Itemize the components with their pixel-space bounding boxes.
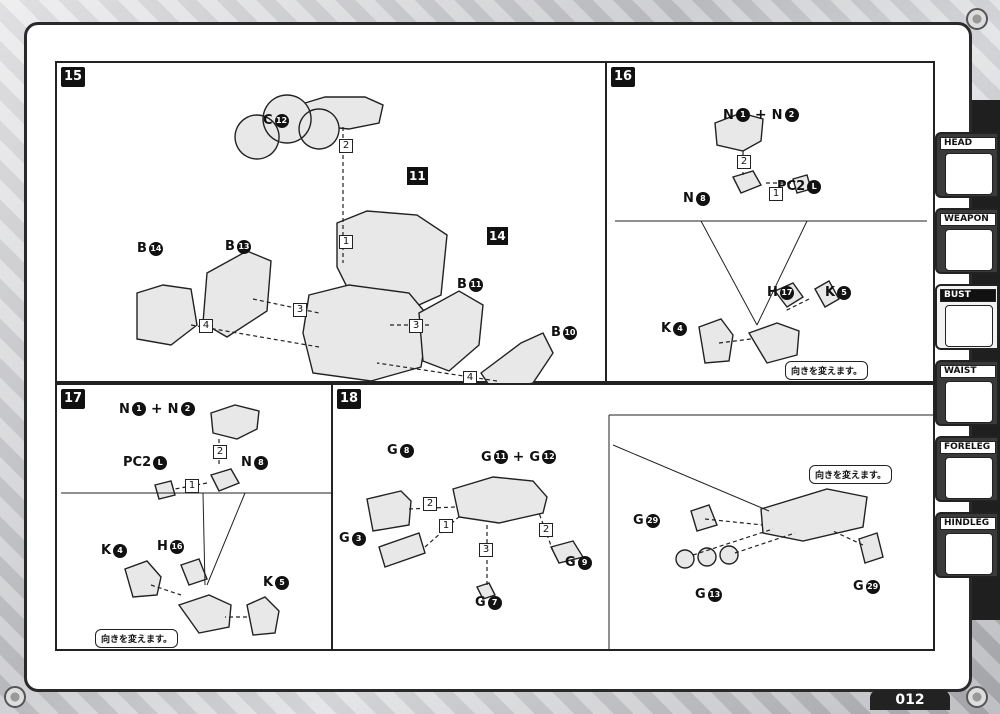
step-number: 17 (61, 389, 86, 409)
tab-head-label: HEAD (940, 137, 996, 150)
step-number: 15 (61, 67, 86, 87)
orientation-note: 向きを変えます。 (785, 361, 869, 380)
step-number: 16 (611, 67, 636, 87)
bust-part-icon (945, 305, 993, 347)
subassembly-label-14: 14 (487, 227, 508, 245)
corner-bolt-icon (966, 686, 988, 708)
order-marker: 2 (423, 497, 437, 511)
tab-bust-label: BUST (940, 289, 996, 302)
orientation-note: 向きを変えます。 (809, 465, 893, 484)
tab-foreleg[interactable]: FORELEG (935, 436, 999, 502)
step-number: 18 (337, 389, 362, 409)
order-marker: 2 (737, 155, 751, 169)
tab-weapon-label: WEAPON (940, 213, 996, 226)
order-marker: 1 (769, 187, 783, 201)
order-marker: 1 (339, 235, 353, 249)
head-part-icon (945, 153, 993, 195)
order-marker: 3 (409, 319, 423, 333)
tab-hindleg[interactable]: HINDLEG (935, 512, 999, 578)
page-number: 012 (870, 690, 950, 710)
hindleg-part-icon (945, 533, 993, 575)
tab-waist[interactable]: WAIST (935, 360, 999, 426)
waist-part-icon (945, 381, 993, 423)
step-16-diagram (615, 112, 927, 364)
tab-bust[interactable]: BUST (935, 284, 999, 350)
step-18-diagram (366, 414, 933, 651)
order-marker: 3 (479, 543, 493, 557)
corner-bolt-icon (4, 686, 26, 708)
subassembly-label-11: 11 (407, 167, 428, 185)
orientation-note: 向きを変えます。 (95, 629, 179, 648)
step-17-diagram (61, 404, 331, 636)
order-marker: 4 (199, 319, 213, 333)
tab-weapon[interactable]: WEAPON (935, 208, 999, 274)
tab-hindleg-label: HINDLEG (940, 517, 996, 530)
step-18-panel: 18 (331, 383, 935, 651)
weapon-part-icon (945, 229, 993, 271)
corner-bolt-icon (966, 8, 988, 30)
order-marker: 2 (213, 445, 227, 459)
order-marker: 1 (185, 479, 199, 493)
order-marker: 2 (339, 139, 353, 153)
tab-head[interactable]: HEAD (935, 132, 999, 198)
order-marker: 1 (439, 519, 453, 533)
tab-waist-label: WAIST (940, 365, 996, 378)
order-marker: 3 (293, 303, 307, 317)
foreleg-part-icon (945, 457, 993, 499)
step-15-diagram (136, 94, 554, 392)
tab-foreleg-label: FORELEG (940, 441, 996, 454)
order-marker: 2 (539, 523, 553, 537)
